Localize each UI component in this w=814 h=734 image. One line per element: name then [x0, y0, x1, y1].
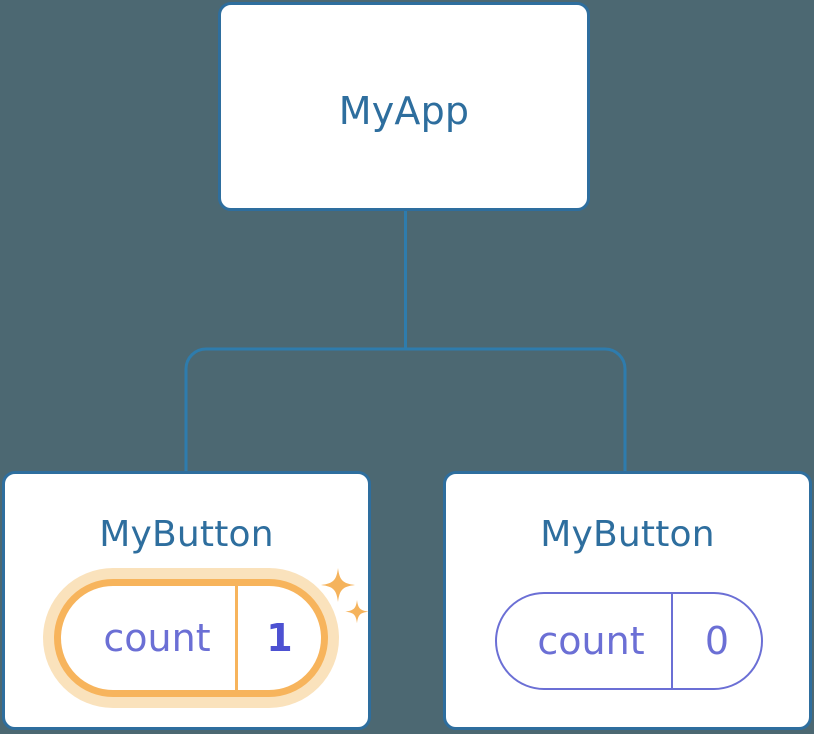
node-label-myapp: MyApp: [338, 89, 470, 133]
state-pill-count-right[interactable]: count 0: [495, 592, 763, 690]
node-label-mybutton-right: MyButton: [540, 514, 715, 555]
node-label-mybutton-left: MyButton: [99, 514, 274, 555]
sparkle-small-icon: [345, 600, 369, 624]
state-pill-count-left[interactable]: count 1: [54, 579, 328, 697]
state-pill-highlight-wrapper-left: count 1: [43, 568, 339, 708]
node-card-mybutton-left[interactable]: MyButton count 1: [2, 471, 371, 730]
state-pill-value-left: 1: [235, 586, 321, 690]
state-pill-key-right: count: [537, 619, 645, 663]
edge-root-to-child-right: [405, 347, 627, 473]
state-pill-key-left: count: [103, 616, 211, 660]
edge-root-to-child-left: [184, 347, 406, 473]
state-pill-value-right: 0: [671, 594, 761, 688]
node-card-mybutton-right[interactable]: MyButton count 0: [443, 471, 812, 730]
node-card-myapp[interactable]: MyApp: [218, 2, 590, 211]
